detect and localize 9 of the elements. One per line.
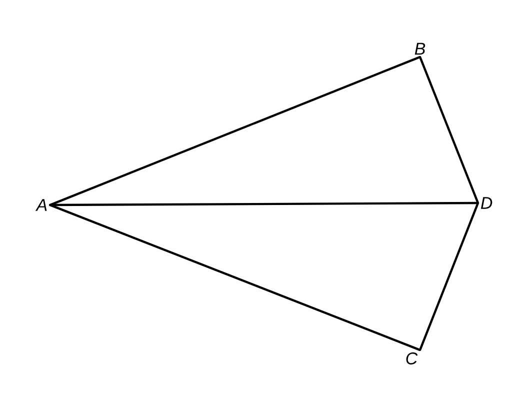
vertex-label: C: [406, 352, 418, 364]
line-segment: [418, 56, 480, 204]
vertex-label: B: [414, 42, 426, 55]
vertex-label: A: [35, 199, 47, 211]
line-segment: [49, 202, 479, 206]
line-segment: [49, 204, 421, 352]
line-segment: [418, 202, 480, 351]
line-segment: [49, 56, 421, 206]
vertex-label: D: [480, 197, 492, 209]
